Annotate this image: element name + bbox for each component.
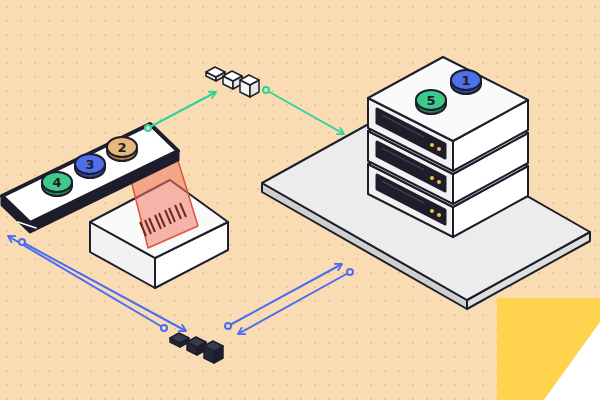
network-link (8, 236, 353, 334)
server-stack (368, 57, 528, 237)
signal-bar (187, 337, 206, 355)
signal-bar (223, 71, 242, 89)
token-number: 5 (426, 94, 435, 107)
signal-bar (240, 75, 259, 97)
token-coin: 5 (414, 88, 448, 116)
token-coin: 1 (449, 68, 483, 96)
signal-bar (206, 67, 225, 81)
token-number: 1 (461, 74, 470, 87)
signal-bar (204, 341, 223, 363)
token-number: 4 (52, 176, 61, 189)
token-coin: 3 (73, 152, 107, 180)
pos-terminal (2, 124, 178, 232)
token-number: 2 (117, 141, 126, 154)
token-number: 3 (85, 158, 94, 171)
signal-icons (170, 67, 259, 363)
signal-bar (170, 333, 189, 347)
token-coin: 4 (40, 170, 74, 198)
token-coin: 2 (105, 135, 139, 163)
corner-fold (497, 298, 600, 400)
